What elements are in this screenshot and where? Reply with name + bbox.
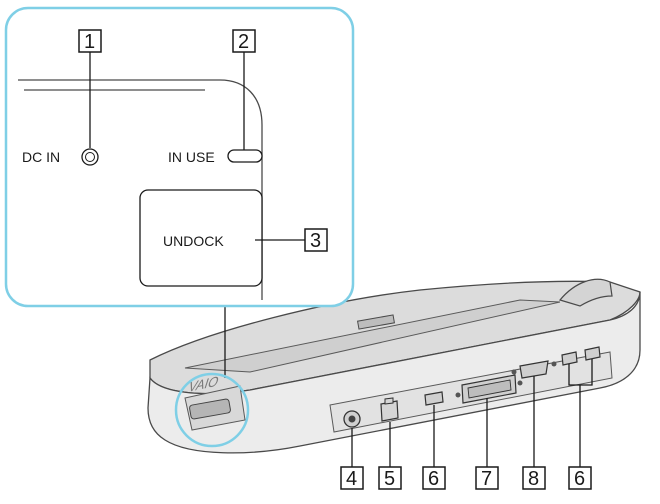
callout-4: 4 [346,468,357,490]
in-use-indicator [228,150,262,162]
callout-6a: 6 [428,468,439,490]
undock-button-label: UNDOCK [163,233,224,249]
dc-in-label: DC IN [22,149,60,165]
usb-port-left[interactable] [425,392,443,405]
usb-port-right-1[interactable] [562,352,577,365]
dc-in-port[interactable] [344,411,360,427]
callout-8: 8 [528,468,539,490]
callout-5: 5 [384,468,395,490]
callout-7: 7 [481,468,492,490]
usb-port-right-2[interactable] [585,347,600,360]
callout-1: 1 [84,31,95,53]
callout-6b: 6 [574,468,585,490]
callout-2: 2 [238,31,249,53]
callout-3: 3 [310,230,321,252]
dc-in-indicator [82,149,98,165]
in-use-label: IN USE [168,149,215,165]
